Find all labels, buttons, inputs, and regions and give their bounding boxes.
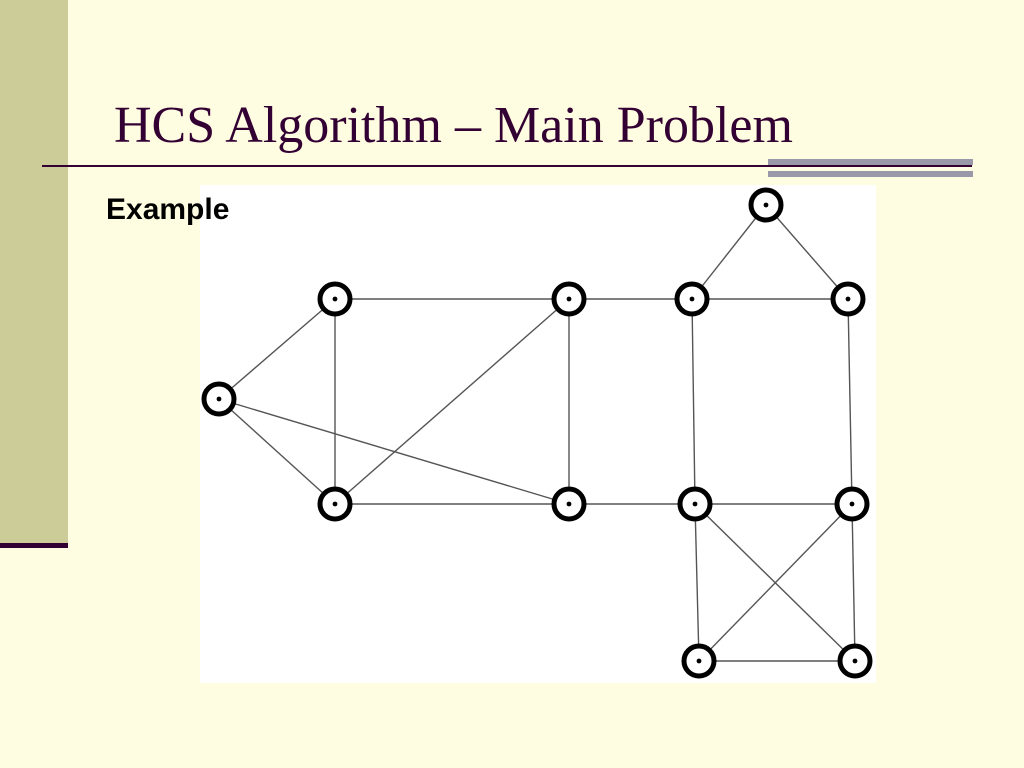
graph-node [201, 381, 237, 417]
graph-nodes [201, 187, 873, 679]
graph-edge [218, 298, 336, 400]
graph-node [837, 643, 873, 679]
graph-edges [218, 204, 856, 662]
slide-title: HCS Algorithm – Main Problem [114, 97, 793, 154]
graph-edge [218, 398, 336, 505]
graph-node [677, 486, 713, 522]
slide-subtitle: Example [106, 193, 230, 226]
sidebar-underline [0, 543, 68, 548]
graph-edge [691, 298, 696, 505]
graph-node [681, 643, 717, 679]
graph-node [748, 187, 784, 223]
graph-node [674, 281, 710, 317]
graph-edge [765, 204, 849, 300]
graph-edge [851, 503, 856, 662]
accent-bar-bottom [768, 171, 973, 177]
graph-node [551, 486, 587, 522]
graph-node [551, 281, 587, 317]
sidebar-band [0, 0, 68, 546]
title-rule [42, 165, 972, 167]
graph-edge [334, 298, 570, 505]
graph-edge [691, 204, 767, 300]
graph-edge [698, 503, 853, 662]
graph-node [317, 281, 353, 317]
graph-node [830, 281, 866, 317]
graph-node [834, 486, 870, 522]
graph-edge [694, 503, 700, 662]
diagram-panel [200, 185, 876, 683]
accent-bar-top [768, 159, 973, 165]
graph-node [317, 486, 353, 522]
title-rule-accent [768, 159, 973, 178]
graph-edge [847, 298, 853, 505]
